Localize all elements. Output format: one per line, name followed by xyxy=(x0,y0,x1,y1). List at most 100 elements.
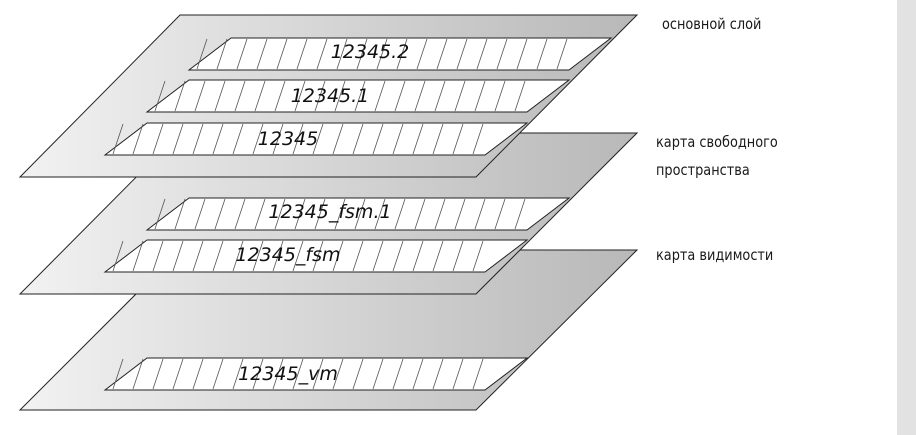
strip-hatch xyxy=(234,80,246,112)
strip-hatch xyxy=(196,38,208,70)
strip-hatch xyxy=(514,198,526,230)
scrollbar-track[interactable] xyxy=(897,0,916,435)
strip-hatch xyxy=(332,358,344,390)
strip-hatch xyxy=(152,123,164,155)
strip-hatch xyxy=(132,240,144,272)
strip-hatch xyxy=(352,123,364,155)
strip-hatch xyxy=(476,38,488,70)
strip-hatch xyxy=(494,198,506,230)
strip-hatch xyxy=(174,80,186,112)
strip-hatch xyxy=(352,240,364,272)
strip-hatch xyxy=(212,123,224,155)
strip-hatch xyxy=(394,198,406,230)
fork-strip-main-2 xyxy=(187,37,613,71)
fork-strip-main-1 xyxy=(145,79,571,113)
strip-hatch xyxy=(432,123,444,155)
strip-hatch xyxy=(112,358,124,390)
strip-outline xyxy=(187,37,613,71)
strip-hatch xyxy=(412,123,424,155)
strip-hatch xyxy=(232,358,244,390)
strip-hatch xyxy=(494,80,506,112)
strip-hatch xyxy=(112,123,124,155)
strip-hatch xyxy=(536,38,548,70)
strip-hatch xyxy=(314,80,326,112)
strip-hatch xyxy=(372,123,384,155)
strip-hatch xyxy=(274,198,286,230)
strip-outline xyxy=(145,79,571,113)
strip-outline xyxy=(103,122,529,156)
strip-hatch xyxy=(392,240,404,272)
strip-hatch xyxy=(452,123,464,155)
strip-hatch xyxy=(272,240,284,272)
fork-strip-fsm-1 xyxy=(145,197,571,231)
strip-hatch xyxy=(172,123,184,155)
strip-hatch xyxy=(312,240,324,272)
strip-hatch xyxy=(192,240,204,272)
strip-hatch xyxy=(332,123,344,155)
strip-hatch xyxy=(414,80,426,112)
strip-hatch xyxy=(132,358,144,390)
strip-hatch xyxy=(354,198,366,230)
strip-hatch xyxy=(396,38,408,70)
strip-hatch xyxy=(472,358,484,390)
strip-hatch xyxy=(354,80,366,112)
strip-hatch xyxy=(172,358,184,390)
strip-hatch xyxy=(214,198,226,230)
strip-hatch xyxy=(172,240,184,272)
strip-hatch xyxy=(514,80,526,112)
strip-hatch xyxy=(472,240,484,272)
fork-name-main: 12345 xyxy=(258,128,318,150)
strip-hatch xyxy=(454,80,466,112)
strip-hatch xyxy=(374,198,386,230)
strip-hatch xyxy=(256,38,268,70)
strip-hatch xyxy=(232,123,244,155)
strip-hatch xyxy=(356,38,368,70)
strip-hatch xyxy=(334,198,346,230)
fork-name-main-1: 12345.1 xyxy=(291,85,370,107)
strip-hatch xyxy=(312,123,324,155)
strip-hatch xyxy=(436,38,448,70)
fork-name-fsm: 12345_fsm xyxy=(235,244,340,266)
strip-hatch xyxy=(214,80,226,112)
strip-hatch xyxy=(252,123,264,155)
strip-hatch xyxy=(412,358,424,390)
strip-hatch xyxy=(432,240,444,272)
fork-strip-vm xyxy=(103,357,529,391)
strip-hatch xyxy=(294,198,306,230)
strip-hatch xyxy=(412,240,424,272)
label-free-space-map: карта свободного пространства xyxy=(656,128,778,184)
strip-hatch xyxy=(152,358,164,390)
strip-hatch xyxy=(154,198,166,230)
fork-name-main-2: 12345.2 xyxy=(331,41,410,63)
fork-name-fsm-1: 12345_fsm.1 xyxy=(268,201,391,223)
strip-hatch xyxy=(212,358,224,390)
fork-strip-main xyxy=(103,122,529,156)
strip-hatch xyxy=(416,38,428,70)
strip-hatch xyxy=(456,38,468,70)
strip-hatch xyxy=(274,80,286,112)
label-line-1: карта свободного xyxy=(656,133,778,151)
strip-outline xyxy=(103,239,529,273)
strip-hatch xyxy=(334,80,346,112)
strip-hatch xyxy=(252,240,264,272)
strip-hatch xyxy=(474,198,486,230)
fork-strip-fsm xyxy=(103,239,529,273)
strip-hatch xyxy=(252,358,264,390)
strip-hatch xyxy=(174,198,186,230)
strip-hatch xyxy=(374,80,386,112)
strip-hatch xyxy=(272,358,284,390)
strip-hatch xyxy=(372,358,384,390)
strip-hatch xyxy=(316,38,328,70)
strip-hatch xyxy=(254,198,266,230)
strip-hatch xyxy=(452,240,464,272)
strip-hatch xyxy=(112,240,124,272)
label-line-2: пространства xyxy=(656,161,750,179)
strip-hatch xyxy=(394,80,406,112)
strip-hatch xyxy=(434,80,446,112)
strip-hatch xyxy=(272,123,284,155)
layer-main-fork: 12345.2 12345.1 12345 xyxy=(18,14,639,178)
strip-hatch xyxy=(154,80,166,112)
strip-hatch xyxy=(432,358,444,390)
strip-hatch xyxy=(292,240,304,272)
